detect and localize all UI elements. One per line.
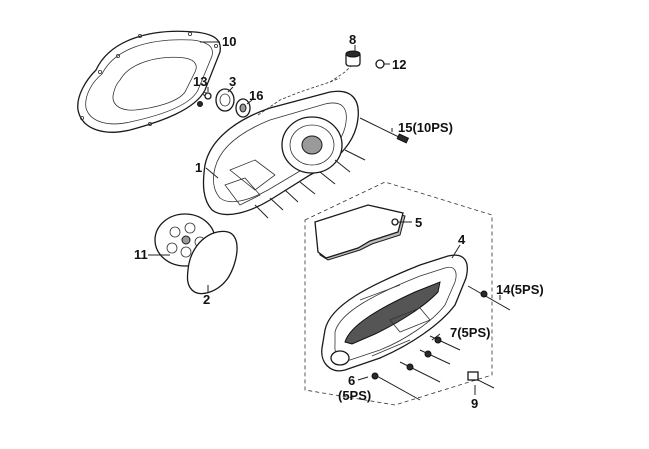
- label-part-2: 2: [203, 292, 210, 307]
- bushing-part-13: [197, 92, 212, 107]
- label-part-6-qty: (5PS): [338, 388, 371, 403]
- stud-part-9: [467, 371, 495, 389]
- bolt-part-15: [359, 117, 410, 144]
- label-part-15: 15(10PS): [398, 120, 453, 135]
- crankcase-cover-part-1: [202, 90, 359, 216]
- label-part-1: 1: [195, 160, 202, 175]
- dash-guides: [257, 61, 356, 116]
- filter-part-2: [186, 230, 238, 295]
- label-part-10: 10: [222, 34, 236, 49]
- o-ring-part-12: [375, 59, 385, 69]
- leader-lines: [148, 41, 501, 395]
- label-part-5: 5: [415, 215, 422, 230]
- label-part-7: 7(5PS): [450, 325, 490, 340]
- label-part-12: 12: [392, 57, 406, 72]
- plug-part-8: [345, 50, 361, 67]
- gasket-part-10: [77, 30, 221, 133]
- label-part-9: 9: [471, 396, 478, 411]
- label-part-16: 16: [249, 88, 263, 103]
- label-part-4: 4: [458, 232, 466, 247]
- outer-cover-bolts: [371, 285, 511, 401]
- label-part-13: 13: [193, 74, 207, 89]
- cover-bolts: [254, 149, 366, 219]
- label-part-14: 14(5PS): [496, 282, 544, 297]
- assembly-dash-box: [304, 181, 493, 406]
- seal-part-3: [215, 88, 235, 112]
- label-part-3: 3: [229, 74, 236, 89]
- outer-cover-part-4: [321, 254, 468, 372]
- label-part-6: 6: [348, 373, 355, 388]
- bearing-part-16: [235, 98, 251, 118]
- pad-part-5: [314, 204, 406, 261]
- label-part-11: 11: [134, 247, 148, 262]
- label-part-8: 8: [349, 32, 356, 47]
